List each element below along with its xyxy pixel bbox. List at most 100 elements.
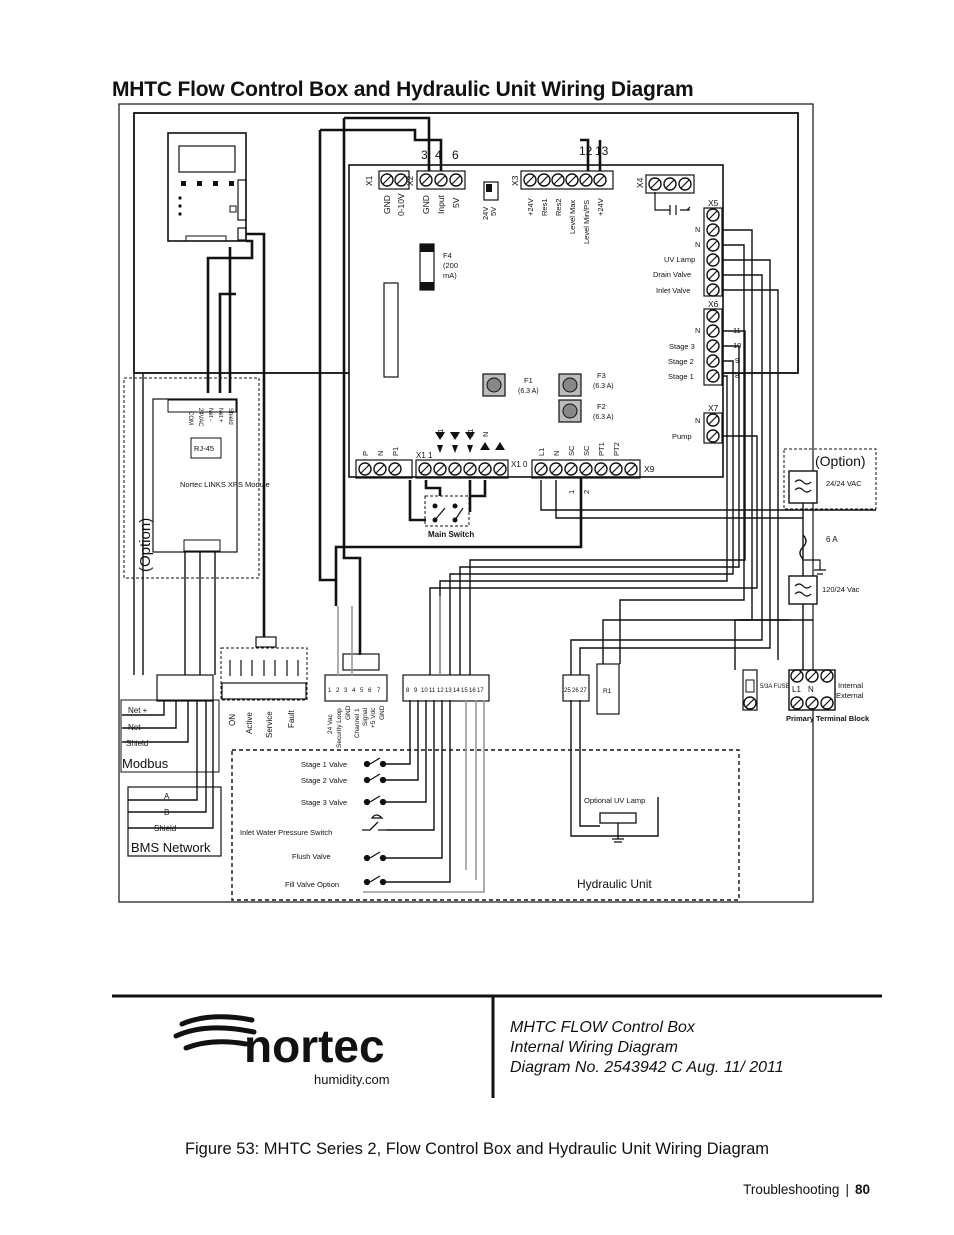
network-labels: Net + Net - Shield Modbus A B Shield BMS… xyxy=(122,706,211,855)
transformer2-label: 120/24 Vac xyxy=(822,585,860,594)
links-module-name: Nortec LINKS XPS Module xyxy=(180,480,270,489)
analog-num-1: 1 xyxy=(328,688,332,694)
x9-pt2: PT2 xyxy=(612,442,621,456)
links-pin-com: COM xyxy=(187,411,193,425)
x10-l1b: L1 xyxy=(466,429,475,437)
wiring-lines xyxy=(206,116,602,655)
x11-label: X1 1 xyxy=(416,451,433,460)
x11-p1: P1 xyxy=(391,447,400,456)
x6-num-10: 10 xyxy=(733,341,741,350)
analog-num-6: 6 xyxy=(368,688,372,694)
x3-pin-24v-a: +24V xyxy=(526,198,535,216)
power-supply-components xyxy=(742,448,877,711)
bms-b: B xyxy=(164,808,169,817)
hydraulic-unit-box xyxy=(231,749,740,901)
fuse-6a-label: 6 A xyxy=(826,535,838,544)
uv-num-26: 26 xyxy=(572,688,579,694)
f3-line1: F3 xyxy=(597,371,606,380)
stage-num-9: 9 xyxy=(414,688,418,694)
x3-pin-24v-b: +24V xyxy=(596,198,605,216)
f4-line3: mA) xyxy=(443,271,457,280)
valve-symbols xyxy=(362,757,637,886)
stage-num-16: 16 xyxy=(469,688,476,694)
section-name: Troubleshooting xyxy=(743,1182,840,1197)
x3-pin-level-min: Level Min/PS xyxy=(582,200,591,244)
analog-gnd1: GND xyxy=(345,705,352,720)
links-module xyxy=(123,377,260,579)
fuse-label: 5/3A FUSE xyxy=(760,684,790,690)
stage-num-8: 8 xyxy=(406,688,410,694)
f1-line1: F1 xyxy=(524,376,533,385)
x9-l1: L1 xyxy=(537,448,546,456)
stage3-valve: Stage 3 Valve xyxy=(301,798,347,807)
page-footer: Troubleshooting|80 xyxy=(743,1182,870,1197)
logo-brand: nortec xyxy=(244,1020,385,1072)
stage-num-10: 10 xyxy=(421,688,428,694)
stage1-valve: Stage 1 Valve xyxy=(301,760,347,769)
stage-num-15: 15 xyxy=(461,688,468,694)
links-pin-24vac: 24VAC xyxy=(197,408,203,427)
terminal-numbers: 1 2 3 4 5 6 7 8 9 10 11 12 13 14 15 16 1… xyxy=(328,688,587,694)
links-pin-net-minus: Net - xyxy=(207,408,213,421)
x5-n2: N xyxy=(695,240,700,249)
x5-uv-lamp: UV Lamp xyxy=(664,255,695,264)
uv-num-25: 25 xyxy=(564,688,571,694)
title-block-line3: Diagram No. 2543942 C Aug. 11/ 2011 xyxy=(510,1059,784,1076)
bms-title: BMS Network xyxy=(131,840,211,855)
x2-number-4: 4 xyxy=(435,148,442,162)
primary-terminal-block-label: Primary Terminal Block xyxy=(786,714,870,723)
analog-signal: Signal xyxy=(362,707,369,726)
x5-drain-valve: Drain Valve xyxy=(653,270,691,279)
logo-sub: humidity.com xyxy=(314,1072,390,1087)
relay-active: Active xyxy=(245,712,254,734)
stage-num-12: 12 xyxy=(437,688,444,694)
links-pin-net-plus: Net + xyxy=(217,408,223,423)
x6-n: N xyxy=(695,326,700,335)
x7-pump: Pump xyxy=(672,432,692,441)
terminal-l1: L1 xyxy=(792,685,801,694)
x2-label: X2 xyxy=(405,175,415,186)
control-board xyxy=(348,164,724,479)
x1-label: X1 xyxy=(364,175,374,186)
stage-num-14: 14 xyxy=(453,688,460,694)
transformer1-label: 24/24 VAC xyxy=(826,479,862,488)
analog-security-loop: Security Loop xyxy=(336,708,343,748)
x9-num-1: 1 xyxy=(567,490,576,494)
x3-number-12: 12 xyxy=(579,144,593,158)
x9-sc1: SC xyxy=(567,445,576,456)
analog-num-7: 7 xyxy=(377,688,381,694)
diagram-labels: X1 X2 X3 X4 X5 X6 X7 X9 X1 1 X1 0 GND 0-… xyxy=(137,144,870,748)
x6-num-9: 9 xyxy=(735,356,739,365)
f2-line1: F2 xyxy=(597,402,606,411)
bms-box xyxy=(127,786,222,857)
uv-num-27: 27 xyxy=(580,688,587,694)
x2-5v: 5V xyxy=(451,197,461,208)
grey-wires xyxy=(337,596,485,893)
f3-line2: (6.3 A) xyxy=(593,383,614,390)
inlet-pressure-switch: Inlet Water Pressure Switch xyxy=(240,828,332,837)
optional-uv-lamp: Optional UV Lamp xyxy=(584,796,645,805)
x9-pt1: PT1 xyxy=(597,442,606,456)
relay-on: ON xyxy=(228,714,237,726)
analog-gnd2: GND xyxy=(379,705,386,720)
links-rj45: RJ-45 xyxy=(194,444,214,453)
x7-label: X7 xyxy=(708,403,719,413)
modbus-box xyxy=(120,699,220,773)
display-panel xyxy=(167,132,247,242)
analog-num-4: 4 xyxy=(352,688,356,694)
x10-nb: N xyxy=(481,432,490,437)
x10-l1a: L1 xyxy=(436,429,445,437)
x2-number-6: 6 xyxy=(452,148,459,162)
page-number: 80 xyxy=(854,1182,870,1197)
hydraulic-unit-title: Hydraulic Unit xyxy=(577,877,652,891)
analog-num-3: 3 xyxy=(344,688,348,694)
x6-label: X6 xyxy=(708,299,719,309)
modbus-net-minus: Net - xyxy=(128,723,146,732)
main-switch-label: Main Switch xyxy=(428,530,474,539)
modbus-title: Modbus xyxy=(122,756,169,771)
x1-0-10v: 0-10V xyxy=(396,193,406,216)
x9-n: N xyxy=(552,451,561,456)
analog-num-2: 2 xyxy=(336,688,340,694)
analog-num-5: 5 xyxy=(360,688,364,694)
